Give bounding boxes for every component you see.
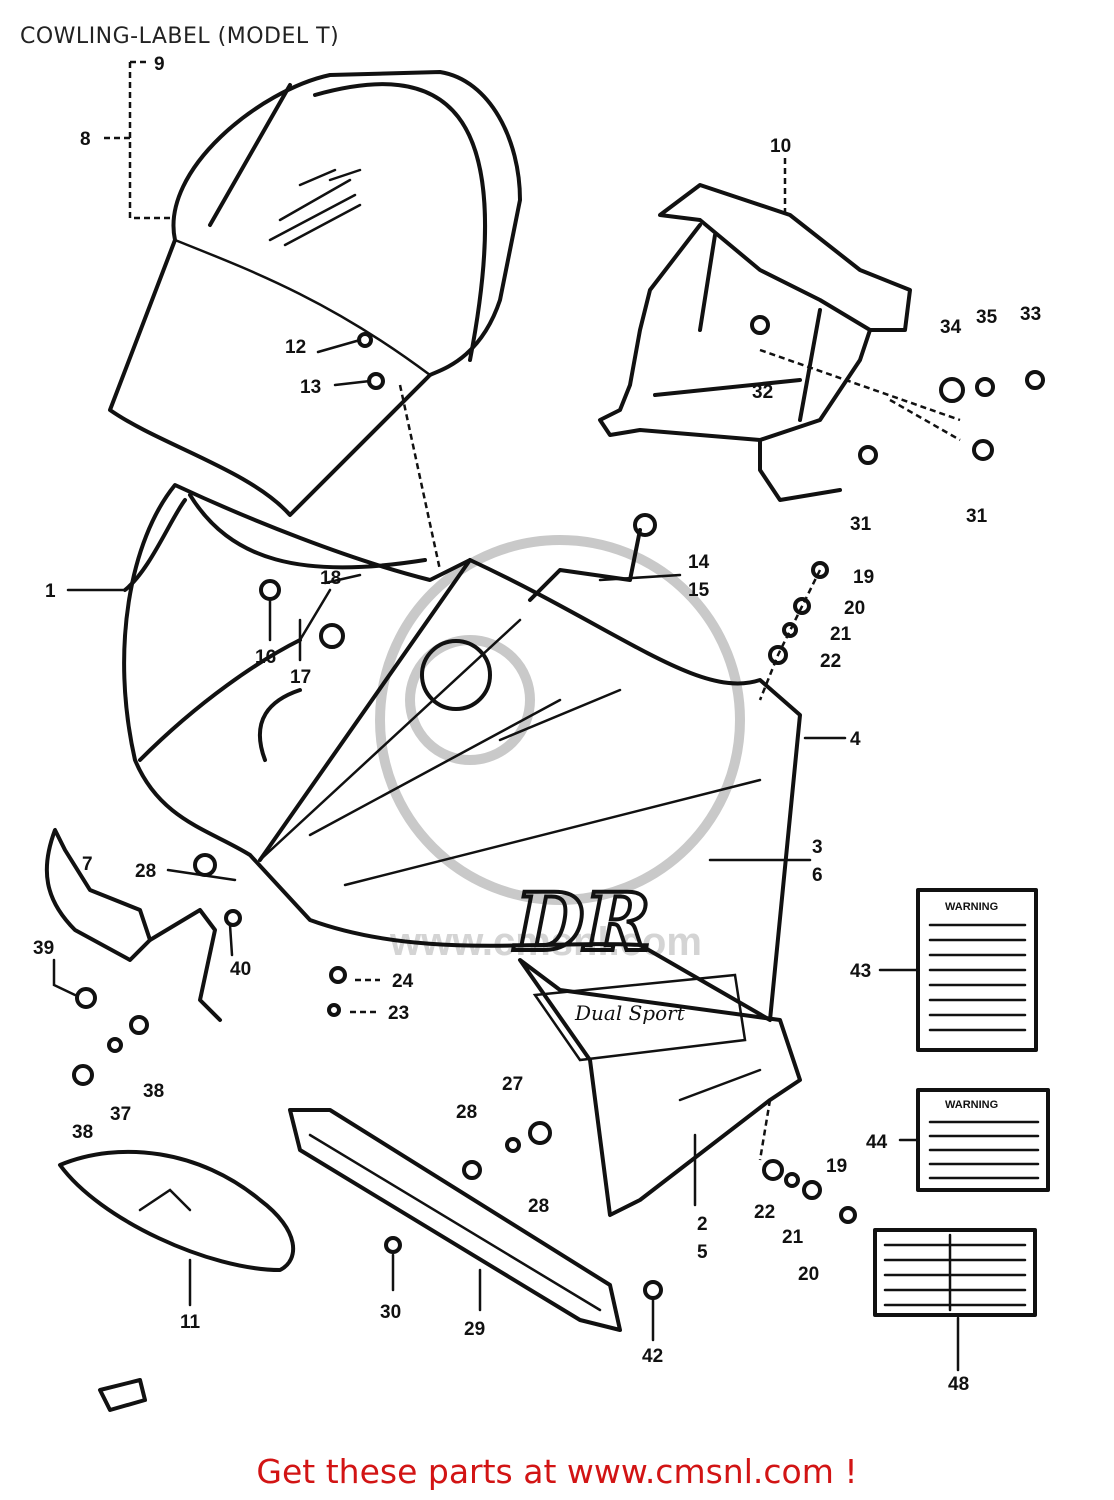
watermark-logo: www.cmsnl.com bbox=[375, 535, 745, 964]
callout-6: 6 bbox=[812, 865, 823, 886]
callout-38-a: 38 bbox=[143, 1081, 164, 1102]
warning-label-44: WARNING bbox=[916, 1088, 1050, 1192]
callout-27: 27 bbox=[502, 1074, 523, 1095]
leader-lines bbox=[52, 60, 961, 1372]
callout-14: 14 bbox=[688, 552, 710, 573]
callout-31-a: 31 bbox=[850, 514, 872, 535]
callout-37: 37 bbox=[110, 1104, 131, 1125]
callout-2: 2 bbox=[697, 1214, 708, 1235]
callout-4: 4 bbox=[850, 729, 861, 750]
warning-label-text-1: WARNING bbox=[945, 901, 998, 913]
under-cover bbox=[58, 1149, 295, 1272]
callout-42: 42 bbox=[642, 1346, 663, 1367]
callout-5: 5 bbox=[697, 1242, 708, 1263]
callout-32: 32 bbox=[752, 382, 773, 403]
callout-19-b: 19 bbox=[826, 1156, 847, 1177]
callout-9: 9 bbox=[154, 54, 165, 75]
callout-15: 15 bbox=[688, 580, 710, 601]
callout-22-a: 22 bbox=[820, 651, 841, 672]
callout-18: 18 bbox=[320, 568, 341, 589]
callout-12: 12 bbox=[285, 337, 306, 358]
callout-13: 13 bbox=[300, 377, 321, 398]
callout-7: 7 bbox=[82, 854, 93, 875]
callout-21-b: 21 bbox=[782, 1227, 804, 1248]
lower-cowling bbox=[518, 958, 802, 1217]
side-panel bbox=[44, 828, 222, 1022]
callout-11: 11 bbox=[180, 1312, 201, 1333]
dr-decal: DR Dual Sport bbox=[511, 873, 686, 1025]
callout-38-b: 38 bbox=[72, 1122, 93, 1143]
page-title: COWLING-LABEL (MODEL T) bbox=[20, 24, 340, 49]
callout-35: 35 bbox=[976, 307, 998, 328]
callout-22-b: 22 bbox=[754, 1202, 775, 1223]
info-label-48 bbox=[873, 1228, 1037, 1317]
callout-19-a: 19 bbox=[853, 567, 874, 588]
callout-3: 3 bbox=[812, 837, 823, 858]
decal-script-text: Dual Sport bbox=[574, 1001, 686, 1025]
callout-48: 48 bbox=[948, 1374, 969, 1395]
callout-40: 40 bbox=[230, 959, 251, 980]
callout-44: 44 bbox=[866, 1132, 888, 1153]
callout-21-a: 21 bbox=[830, 624, 852, 645]
callout-10: 10 bbox=[770, 136, 791, 157]
callout-34: 34 bbox=[940, 317, 962, 338]
callout-1: 1 bbox=[45, 581, 56, 602]
callout-17: 17 bbox=[290, 667, 311, 688]
cowling-body bbox=[122, 483, 802, 1022]
callout-20-b: 20 bbox=[798, 1264, 819, 1285]
callout-30: 30 bbox=[380, 1302, 401, 1323]
windscreen bbox=[108, 70, 522, 517]
callout-16: 16 bbox=[255, 647, 276, 668]
callout-numbers: 9 8 10 12 13 34 35 33 32 31 31 1 18 16 1… bbox=[33, 54, 1041, 1395]
callout-43: 43 bbox=[850, 961, 871, 982]
callout-28-a: 28 bbox=[135, 861, 156, 882]
callout-28-c: 28 bbox=[528, 1196, 549, 1217]
lower-brace bbox=[288, 1108, 622, 1332]
callout-31-b: 31 bbox=[966, 506, 988, 527]
callout-33: 33 bbox=[1020, 304, 1041, 325]
callout-23: 23 bbox=[388, 1003, 409, 1024]
callout-29: 29 bbox=[464, 1319, 485, 1340]
callout-8: 8 bbox=[80, 129, 91, 150]
decal-logo-text: DR bbox=[513, 875, 651, 969]
callout-39: 39 bbox=[33, 938, 54, 959]
watermark-text: www.cmsnl.com bbox=[389, 920, 702, 964]
cowling-bracket bbox=[598, 183, 912, 502]
warning-label-43: WARNING bbox=[916, 888, 1038, 1052]
callout-24: 24 bbox=[392, 971, 414, 992]
footer-promo-text[interactable]: Get these parts at www.cmsnl.com ! bbox=[256, 1452, 858, 1491]
callout-28-b: 28 bbox=[456, 1102, 477, 1123]
callout-20-a: 20 bbox=[844, 598, 865, 619]
warning-label-text-2: WARNING bbox=[945, 1099, 998, 1111]
